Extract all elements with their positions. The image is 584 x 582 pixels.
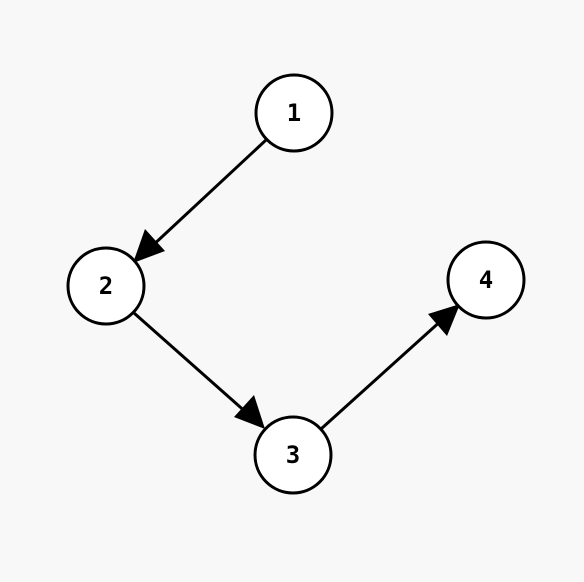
- edge-2-3: [133, 311, 265, 429]
- node-3-circle: [253, 415, 333, 495]
- edge-1-2-arrowhead-icon: [133, 229, 165, 263]
- node-4-circle: [446, 240, 526, 320]
- edge-3-4: [319, 304, 460, 431]
- edges-layer: [133, 138, 460, 431]
- node-2-circle: [66, 246, 146, 326]
- edge-1-2-line: [148, 138, 268, 250]
- node-2-label: 2: [99, 272, 113, 300]
- nodes-layer: 1 2 3 4: [66, 73, 526, 495]
- node-4-label: 4: [479, 266, 493, 294]
- node-1-label: 1: [287, 99, 301, 127]
- node-1[interactable]: 1: [254, 73, 334, 153]
- edge-1-2: [133, 138, 268, 263]
- node-3[interactable]: 3: [253, 415, 333, 495]
- edge-3-4-arrowhead-icon: [428, 304, 460, 336]
- node-3-label: 3: [286, 441, 300, 469]
- node-2[interactable]: 2: [66, 246, 146, 326]
- edge-2-3-line: [133, 311, 249, 416]
- edge-3-4-line: [319, 317, 445, 431]
- node-1-circle: [254, 73, 334, 153]
- node-4[interactable]: 4: [446, 240, 526, 320]
- edge-2-3-arrowhead-icon: [234, 395, 265, 429]
